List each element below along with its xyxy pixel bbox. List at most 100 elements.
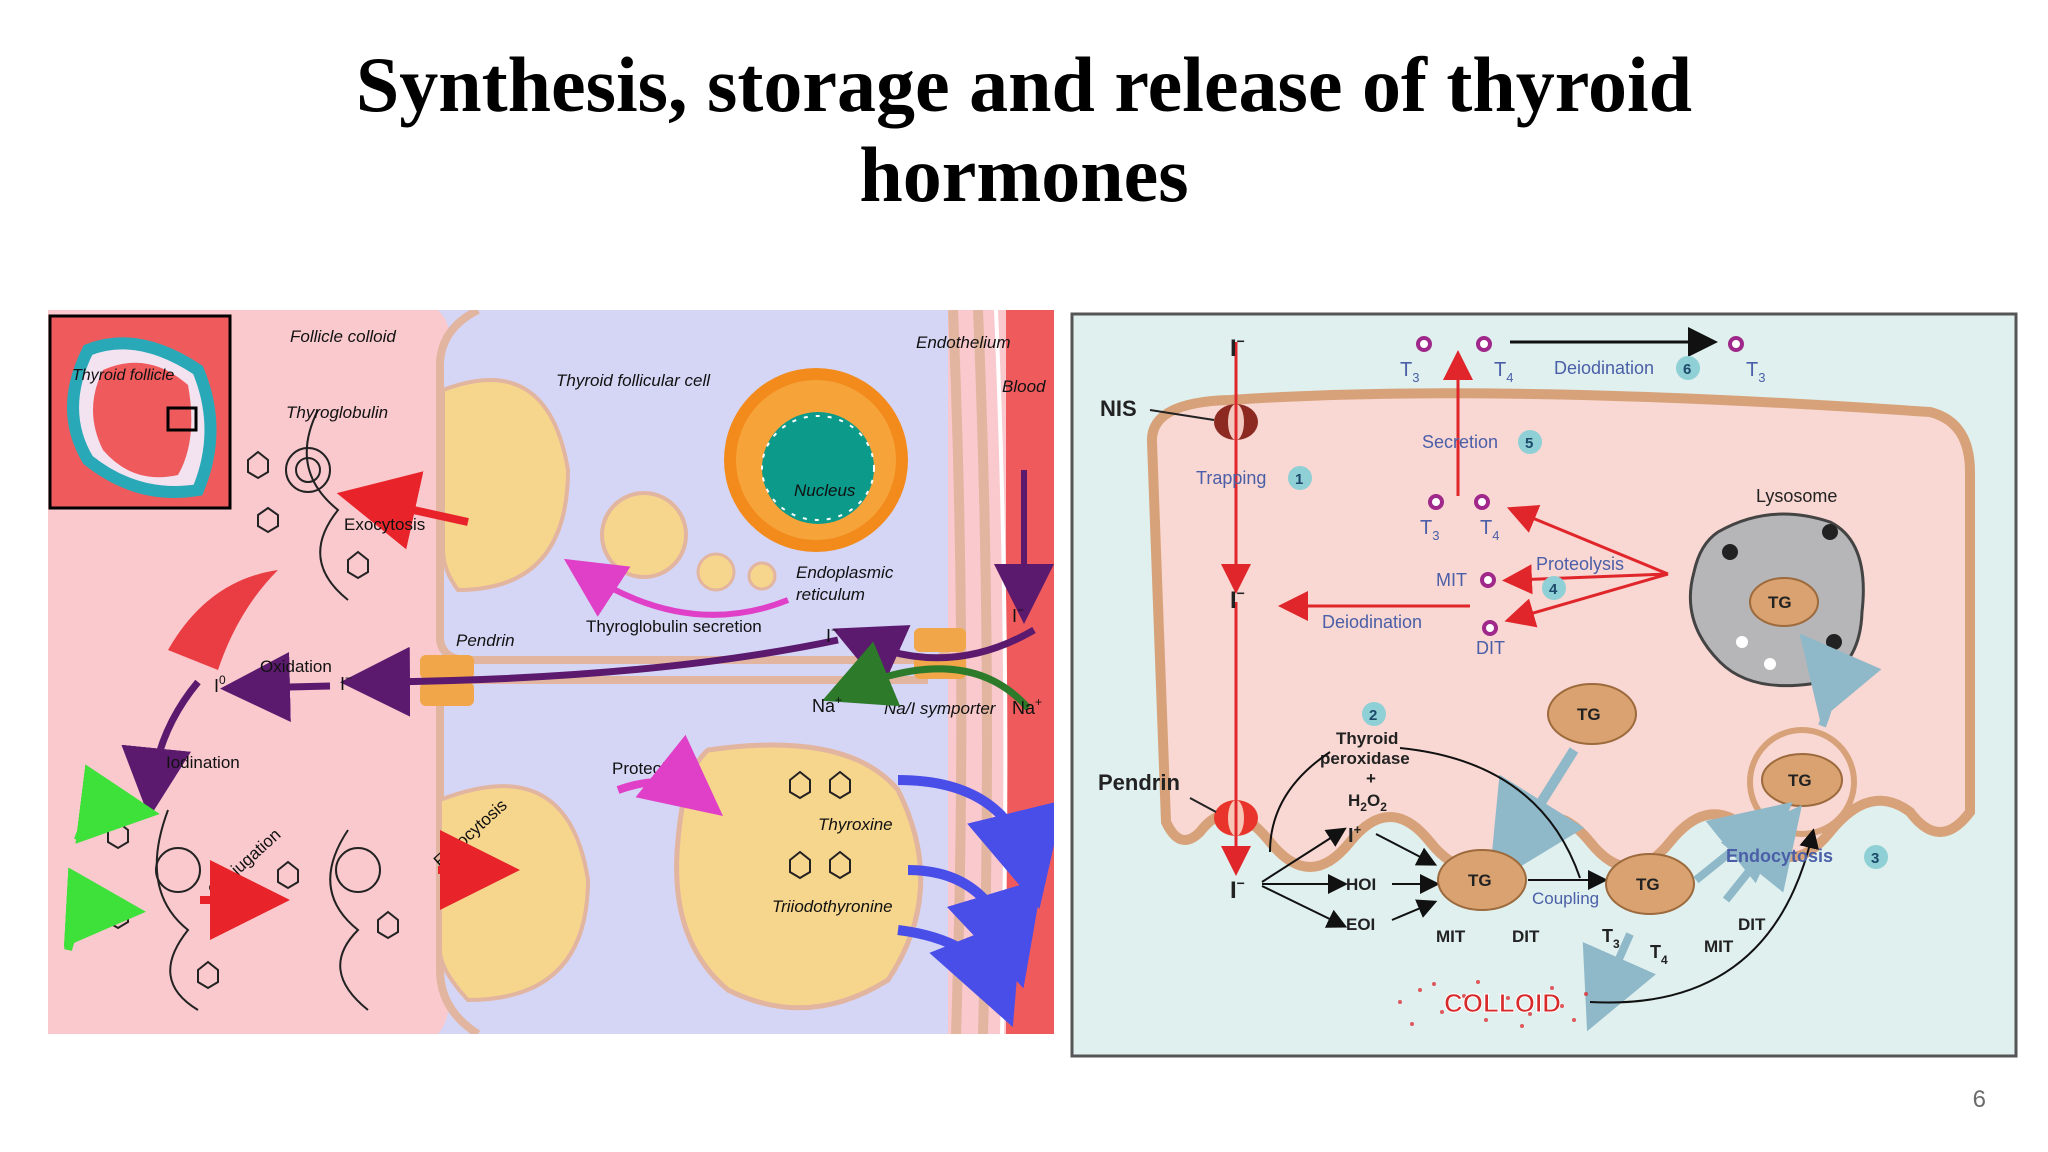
lysosome-label: Lysosome xyxy=(1756,486,1837,506)
proteolysis-arrow-3 xyxy=(1504,572,1669,628)
thyroid-peroxidase-label-2: peroxidase xyxy=(1320,749,1410,768)
step-2-badge xyxy=(1362,702,1386,726)
thyroid-follicular-cell-label: Thyroid follicular cell xyxy=(556,371,711,390)
iodination-label: Iodination xyxy=(166,753,240,772)
iodide-cell-to-colloid-arrow xyxy=(340,636,839,717)
page-number: 6 xyxy=(1972,1086,1986,1113)
step-2-number: 2 xyxy=(1369,707,1377,724)
blood-region xyxy=(1006,310,1054,1034)
coupled-thyroglobulin xyxy=(277,829,399,1011)
mit-mid-label: MIT xyxy=(1436,570,1467,590)
i-plus-label: I+ xyxy=(1348,822,1362,847)
step-4-number: 4 xyxy=(1549,581,1558,598)
pendrin-channel xyxy=(420,655,474,706)
hormone-molecules xyxy=(789,770,851,880)
iodine-atom-label: I0 xyxy=(214,673,226,696)
tg-cytoplasm-label: TG xyxy=(1577,705,1601,724)
plus-label: + xyxy=(1366,769,1376,788)
left-diagram: Thyroid follicle Nucleus Endoplasmic ret… xyxy=(48,310,1054,1034)
follicle-colloid-label: Follicle colloid xyxy=(290,327,396,346)
right-diagram: NIS Pendrin I− I− I− Trapping 1 T3 T4 T3… xyxy=(1070,312,2018,1058)
dit-right-label: DIT xyxy=(1738,915,1766,934)
thyroid-follicle-inset xyxy=(48,314,232,510)
colloid-speckle xyxy=(1398,980,1588,1028)
sodium-blood-label: Na+ xyxy=(1012,695,1042,718)
tg-coupled-label: TG xyxy=(1636,875,1660,894)
endocytosis-label: Endocytosis xyxy=(1726,846,1833,866)
tg-iodinated-label: TG xyxy=(1468,871,1492,890)
colloid-label: COLLOID xyxy=(1444,988,1561,1018)
slide-title: Synthesis, storage and release of thyroi… xyxy=(0,40,2048,220)
t4-mid-label: T4 xyxy=(1480,517,1499,543)
tg-cytoplasm xyxy=(1547,683,1637,745)
nai-symporter-label: Na/I symporter xyxy=(884,699,997,718)
iodide-top-label: I− xyxy=(1230,333,1245,362)
tg-endocytosed-label: TG xyxy=(1788,771,1812,790)
trapping-label: Trapping xyxy=(1196,468,1266,488)
t3-mid-label: T3 xyxy=(1420,517,1439,543)
oxidation-arrow xyxy=(220,651,331,722)
green-arrow-2 xyxy=(63,867,146,952)
tg-iodinated xyxy=(1437,849,1527,911)
nis-label: NIS xyxy=(1100,396,1137,421)
endothelium-label: Endothelium xyxy=(916,333,1011,352)
step-5-number: 5 xyxy=(1525,435,1533,452)
dit-bottom-label: DIT xyxy=(1512,927,1540,946)
proteolysis-arrow-2 xyxy=(1502,564,1669,595)
pendrin-label: Pendrin xyxy=(1098,770,1180,795)
proteolysis-label: Proteolysis xyxy=(612,759,695,778)
blood-label: Blood xyxy=(1002,377,1046,396)
proteolysis-label: Proteolysis xyxy=(1536,554,1624,574)
oxidation-label: Oxidation xyxy=(260,657,332,676)
t3-right-label: T3 xyxy=(1746,359,1765,385)
t4-top-label: T4 xyxy=(1494,359,1513,385)
iodide-blood-label: I− xyxy=(1012,603,1024,626)
hormone-release-arrow-1 xyxy=(897,775,1054,909)
step-4-badge xyxy=(1542,576,1566,600)
proteolysis-arrow xyxy=(616,734,723,816)
step-6-number: 6 xyxy=(1683,361,1691,378)
tg-lysosome-label: TG xyxy=(1768,593,1792,612)
step-6-badge xyxy=(1676,356,1700,380)
deiodination-mid-label: Deiodination xyxy=(1322,612,1422,632)
thyroid-peroxidase-label-1: Thyroid xyxy=(1336,729,1398,748)
proteolysis-arrow-1 xyxy=(1506,505,1669,576)
sodium-arrow xyxy=(822,641,1031,711)
nucleus-er xyxy=(724,368,908,552)
tg-to-colloid-arrow xyxy=(1488,747,1585,886)
title-line-1: Synthesis, storage and release of thyroi… xyxy=(355,41,1693,128)
green-arrow-1 xyxy=(74,764,160,844)
sodium-cell-label: Na+ xyxy=(812,693,842,716)
step-1-badge xyxy=(1288,466,1312,490)
triiodothyronine-label: Triiodothyronine xyxy=(772,897,893,916)
er-label-2: reticulum xyxy=(796,585,865,604)
er-label-1: Endoplasmic xyxy=(796,563,894,582)
h2o2-label: H2O2 xyxy=(1348,791,1387,814)
deiodination-top-label: Deiodination xyxy=(1554,358,1654,378)
title-line-2: hormones xyxy=(859,131,1189,218)
coupling-label: Coupling xyxy=(1532,889,1599,908)
hormone-release-arrow-3 xyxy=(897,915,1023,1028)
eoi-label: EOI xyxy=(1346,915,1375,934)
thyroid-follicle-label: Thyroid follicle xyxy=(72,367,174,384)
mit-bottom-label: MIT xyxy=(1436,927,1466,946)
iodide-colloid-label: I− xyxy=(340,671,352,694)
iodide-bottom-label: I− xyxy=(1230,875,1245,904)
exocytosis-fan xyxy=(168,570,278,670)
thyroglobulin-secretion-label: Thyroglobulin secretion xyxy=(586,617,762,636)
thyroglobulin-label: Thyroglobulin xyxy=(286,403,388,422)
mit-right-label: MIT xyxy=(1704,937,1734,956)
iodide-mid-label: I− xyxy=(1230,585,1245,614)
step-1-number: 1 xyxy=(1295,471,1303,488)
secretion-label: Secretion xyxy=(1422,432,1498,452)
step-5-badge xyxy=(1518,430,1542,454)
dit-mid-label: DIT xyxy=(1476,638,1505,658)
step-3-badge xyxy=(1864,845,1888,869)
exocytosis-label: Exocytosis xyxy=(344,515,425,534)
pendrin-label: Pendrin xyxy=(456,631,515,650)
hoi-label: HOI xyxy=(1346,875,1376,894)
tg-coupled xyxy=(1605,853,1695,915)
thyroxine-label: Thyroxine xyxy=(818,815,893,834)
thyroglobulin-secretion-arrow xyxy=(563,558,790,618)
step-3-number: 3 xyxy=(1871,850,1879,867)
